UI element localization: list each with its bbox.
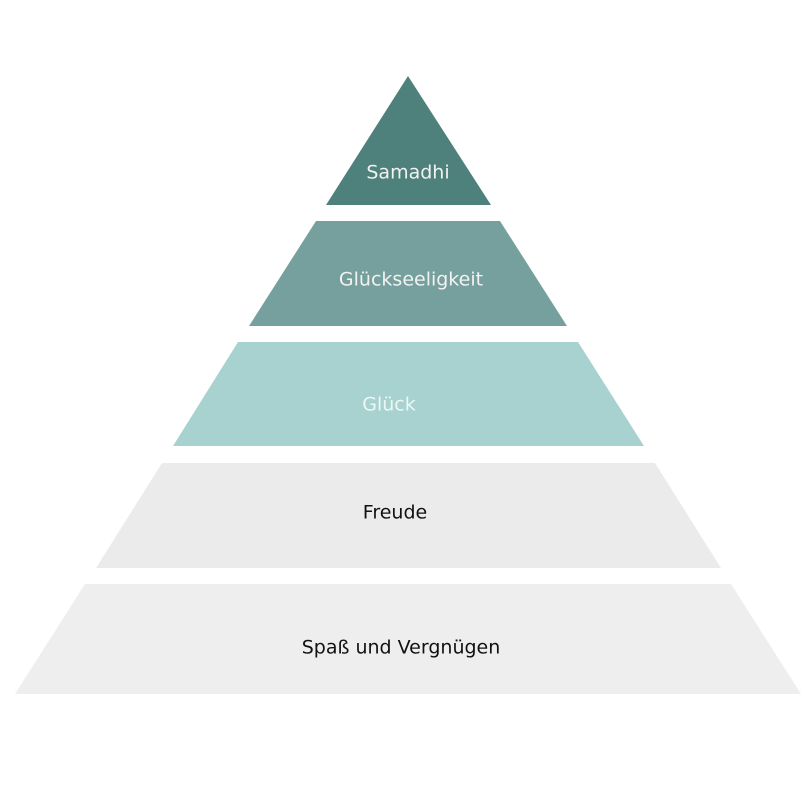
pyramid-level-glueck-shape bbox=[173, 342, 644, 446]
pyramid-level-glueckseeligkeit: Glückseeligkeit bbox=[249, 221, 567, 326]
pyramid-level-samadhi-label: Samadhi bbox=[366, 162, 449, 184]
pyramid-level-glueck: Glück bbox=[173, 342, 644, 446]
pyramid-level-freude: Freude bbox=[96, 463, 721, 568]
pyramid-level-freude-label: Freude bbox=[363, 502, 427, 524]
pyramid-level-glueckseeligkeit-label: Glückseeligkeit bbox=[339, 269, 483, 291]
pyramid-level-samadhi: Samadhi bbox=[326, 76, 491, 205]
pyramid-level-spass-und-vergnuegen: Spaß und Vergnügen bbox=[15, 584, 801, 694]
pyramid-level-glueck-label: Glück bbox=[362, 394, 416, 416]
pyramid-level-glueckseeligkeit-shape bbox=[249, 221, 567, 326]
pyramid-level-freude-shape bbox=[96, 463, 721, 568]
pyramid-level-samadhi-shape bbox=[326, 76, 491, 205]
pyramid-level-spass-und-vergnuegen-label: Spaß und Vergnügen bbox=[302, 637, 501, 659]
pyramid-level-spass-und-vergnuegen-shape bbox=[15, 584, 801, 694]
